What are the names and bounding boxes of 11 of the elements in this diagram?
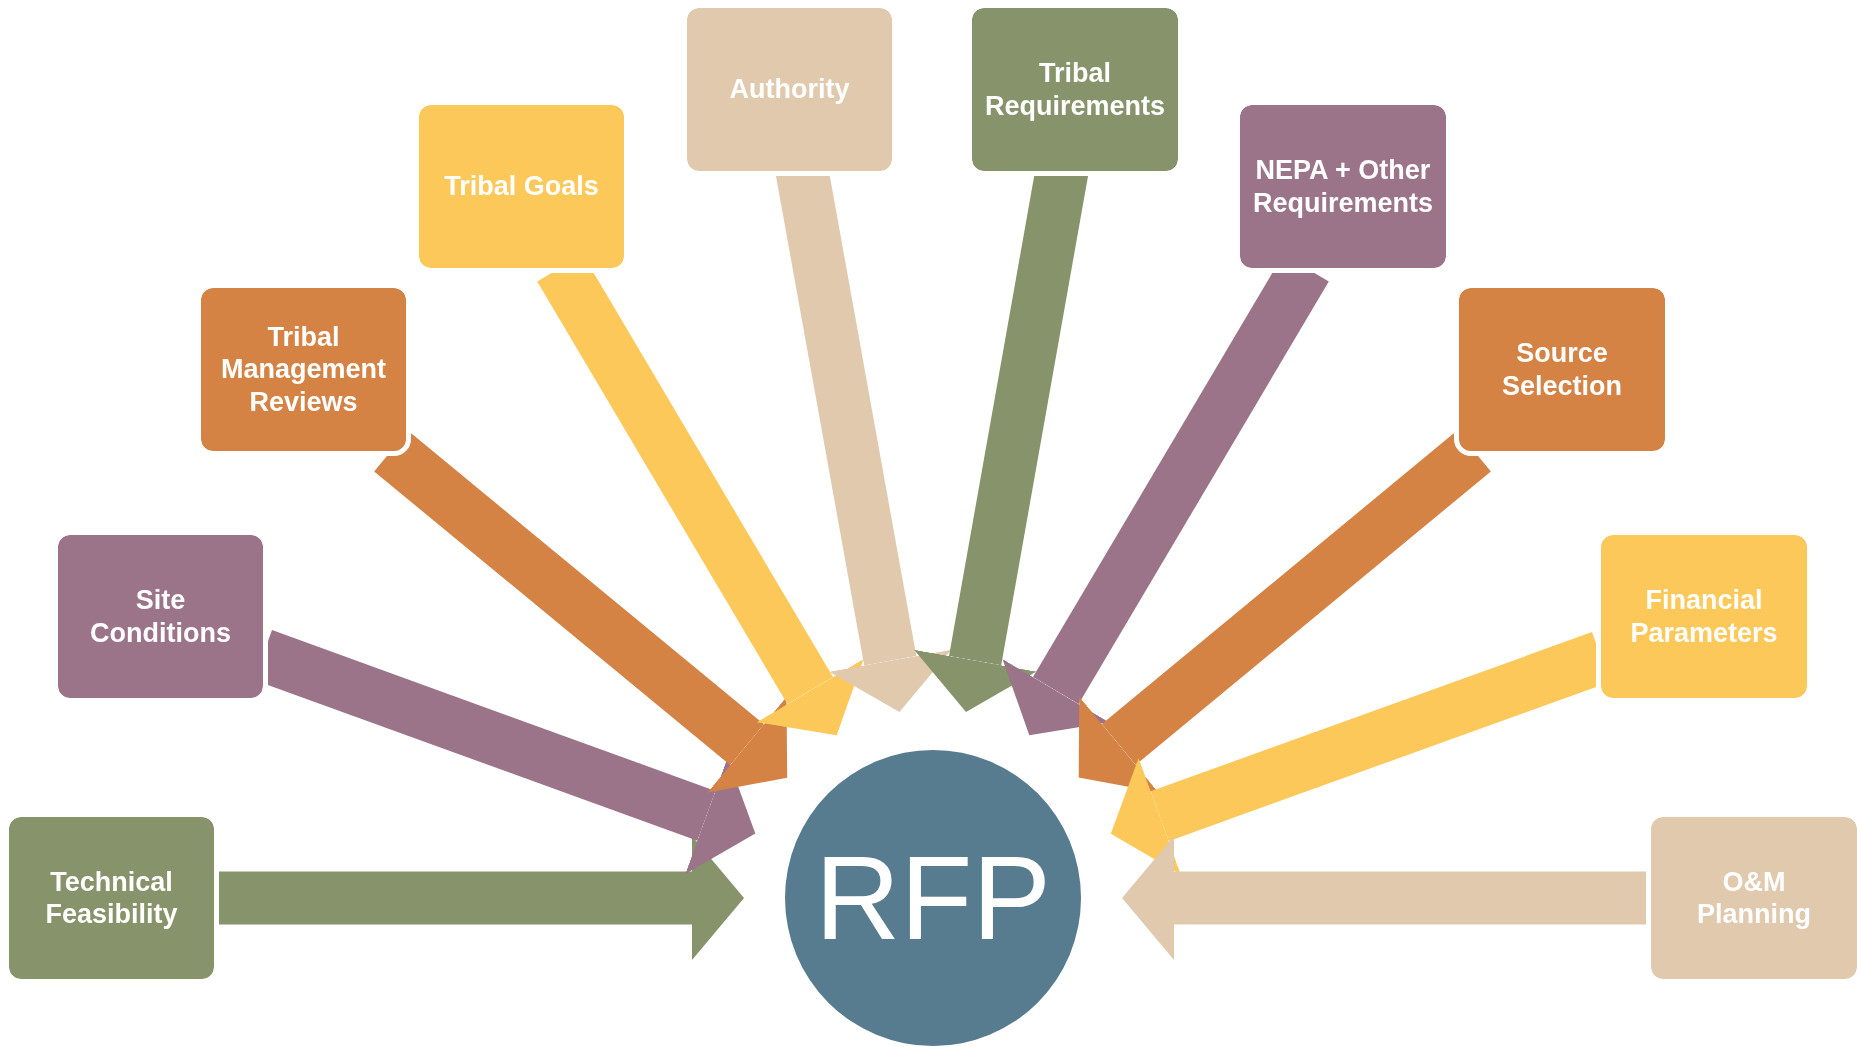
box-label: Authority bbox=[729, 73, 850, 106]
box-label: Tribal Goals bbox=[444, 170, 599, 203]
box-label: NEPA + Other Requirements bbox=[1251, 154, 1435, 219]
box-label: Tribal Requirements bbox=[983, 57, 1167, 122]
box-label: Site Conditions bbox=[89, 584, 232, 649]
box-label: O&M Planning bbox=[1696, 865, 1812, 931]
box-label: Tribal Management Reviews bbox=[219, 320, 387, 419]
box-label: Financial Parameters bbox=[1629, 584, 1779, 649]
box-label: Source Selection bbox=[1500, 337, 1623, 402]
circle-label: RFP bbox=[815, 839, 1051, 957]
box-label: Technical Feasibility bbox=[44, 865, 179, 931]
